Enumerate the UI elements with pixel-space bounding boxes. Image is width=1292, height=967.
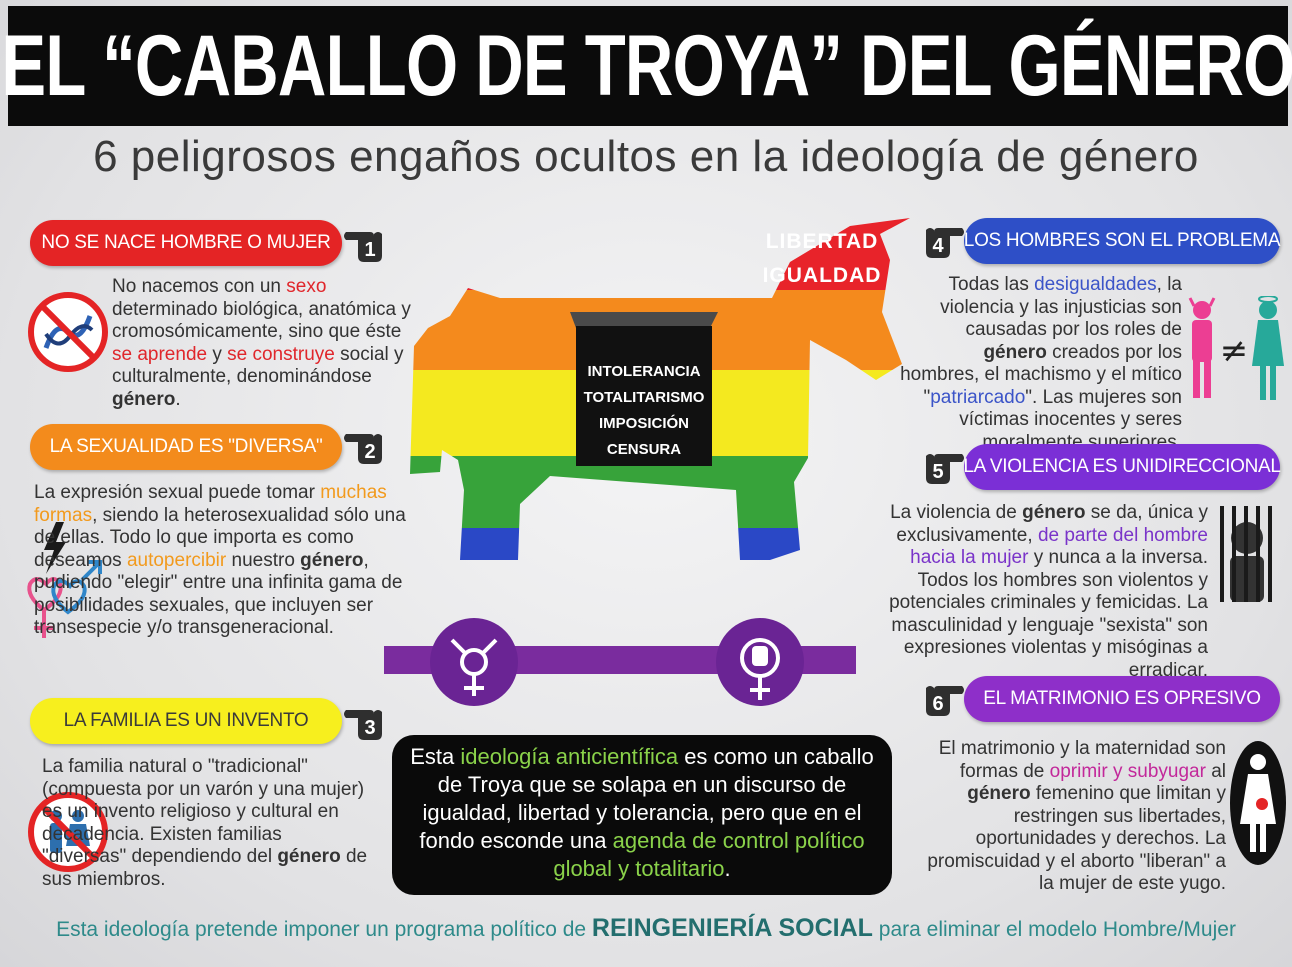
section-3-number: 3 — [364, 717, 375, 739]
cargo-line-4: CENSURA — [607, 441, 681, 458]
cargo-line-2: TOTALITARISMO — [584, 389, 705, 406]
section-6-label: EL MATRIMONIO ES OPRESIVO — [983, 688, 1261, 709]
page-subtitle: 6 peligrosos engaños ocultos en la ideol… — [93, 132, 1199, 181]
man-behind-bars-icon — [1220, 506, 1272, 602]
cargo-line-1: INTOLERANCIA — [587, 363, 700, 380]
footer-text: Esta ideología pretende imponer un progr… — [56, 914, 1236, 942]
no-dna-icon — [28, 292, 108, 372]
man-not-equal-woman-icon: ≠ — [1188, 296, 1284, 400]
banner-line-1: LIBERTAD — [766, 230, 879, 253]
section-2-label: LA SEXUALIDAD ES "DIVERSA" — [49, 436, 323, 457]
cargo-box — [576, 326, 712, 466]
section-2-text: La expresión sexual puede tomar muchas f… — [34, 482, 406, 638]
section-4-label-pill: LOS HOMBRES SON EL PROBLEMA — [963, 218, 1281, 264]
pointing-hand-icon-3: 3 — [344, 710, 382, 740]
pregnant-woman-icon — [1230, 741, 1286, 865]
pointing-hand-icon-6: 6 — [926, 686, 964, 716]
section-5-label-pill: LA VIOLENCIA ES UNIDIRECCIONAL — [963, 444, 1281, 490]
section-5-text: La violencia de género se da, única y ex… — [889, 502, 1208, 681]
cargo-line-3: IMPOSICIÓN — [599, 414, 689, 432]
section-6-text: El matrimonio y la maternidad son formas… — [927, 738, 1226, 894]
section-5-number: 5 — [932, 461, 943, 483]
pointing-hand-icon-1: 1 — [344, 232, 382, 262]
section-1-number: 1 — [364, 239, 375, 261]
section-4-label: LOS HOMBRES SON EL PROBLEMA — [963, 230, 1281, 251]
pointing-hand-icon-5: 5 — [926, 454, 964, 484]
section-2-label-pill: LA SEXUALIDAD ES "DIVERSA" — [30, 424, 342, 470]
section-3-label-pill: LA FAMILIA ES UN INVENTO — [30, 698, 342, 744]
pointing-hand-icon-2: 2 — [344, 434, 382, 464]
page-title: EL “CABALLO DE TROYA” DEL GÉNERO — [1, 17, 1292, 114]
section-6-label-pill: EL MATRIMONIO ES OPRESIVO — [964, 676, 1280, 722]
section-4-text: Todas las desigualdades, la violencia y … — [900, 274, 1182, 453]
trojan-horse-illustration: LIBERTAD IGUALDAD INTOLERANCIA TOTALITAR… — [384, 218, 910, 706]
section-2-number: 2 — [364, 441, 375, 463]
footer-highlight: REINGENIERÍA SOCIAL — [591, 914, 873, 942]
svg-text:≠: ≠ — [1220, 331, 1249, 371]
section-1-label: NO SE NACE HOMBRE O MUJER — [41, 232, 331, 253]
no-family-icon — [28, 792, 108, 872]
section-1-label-pill: NO SE NACE HOMBRE O MUJER — [30, 220, 342, 266]
section-3-text: La familia natural o "tradicional" (comp… — [42, 756, 368, 890]
cargo-lid — [570, 312, 718, 328]
section-3-label: LA FAMILIA ES UN INVENTO — [63, 710, 309, 731]
section-6-number: 6 — [932, 693, 943, 715]
section-4-number: 4 — [932, 235, 944, 257]
title-bar: EL “CABALLO DE TROYA” DEL GÉNERO — [1, 6, 1292, 126]
pointing-hand-icon-4: 4 — [926, 228, 964, 258]
section-5-label: LA VIOLENCIA ES UNIDIRECCIONAL — [963, 456, 1281, 477]
banner-line-2: IGUALDAD — [763, 264, 882, 287]
gender-hearts-icon — [27, 522, 102, 638]
section-1-text: No nacemos con un sexo determinado bioló… — [112, 276, 411, 410]
center-message-box: Esta ideología anticientífica es como un… — [392, 735, 892, 895]
